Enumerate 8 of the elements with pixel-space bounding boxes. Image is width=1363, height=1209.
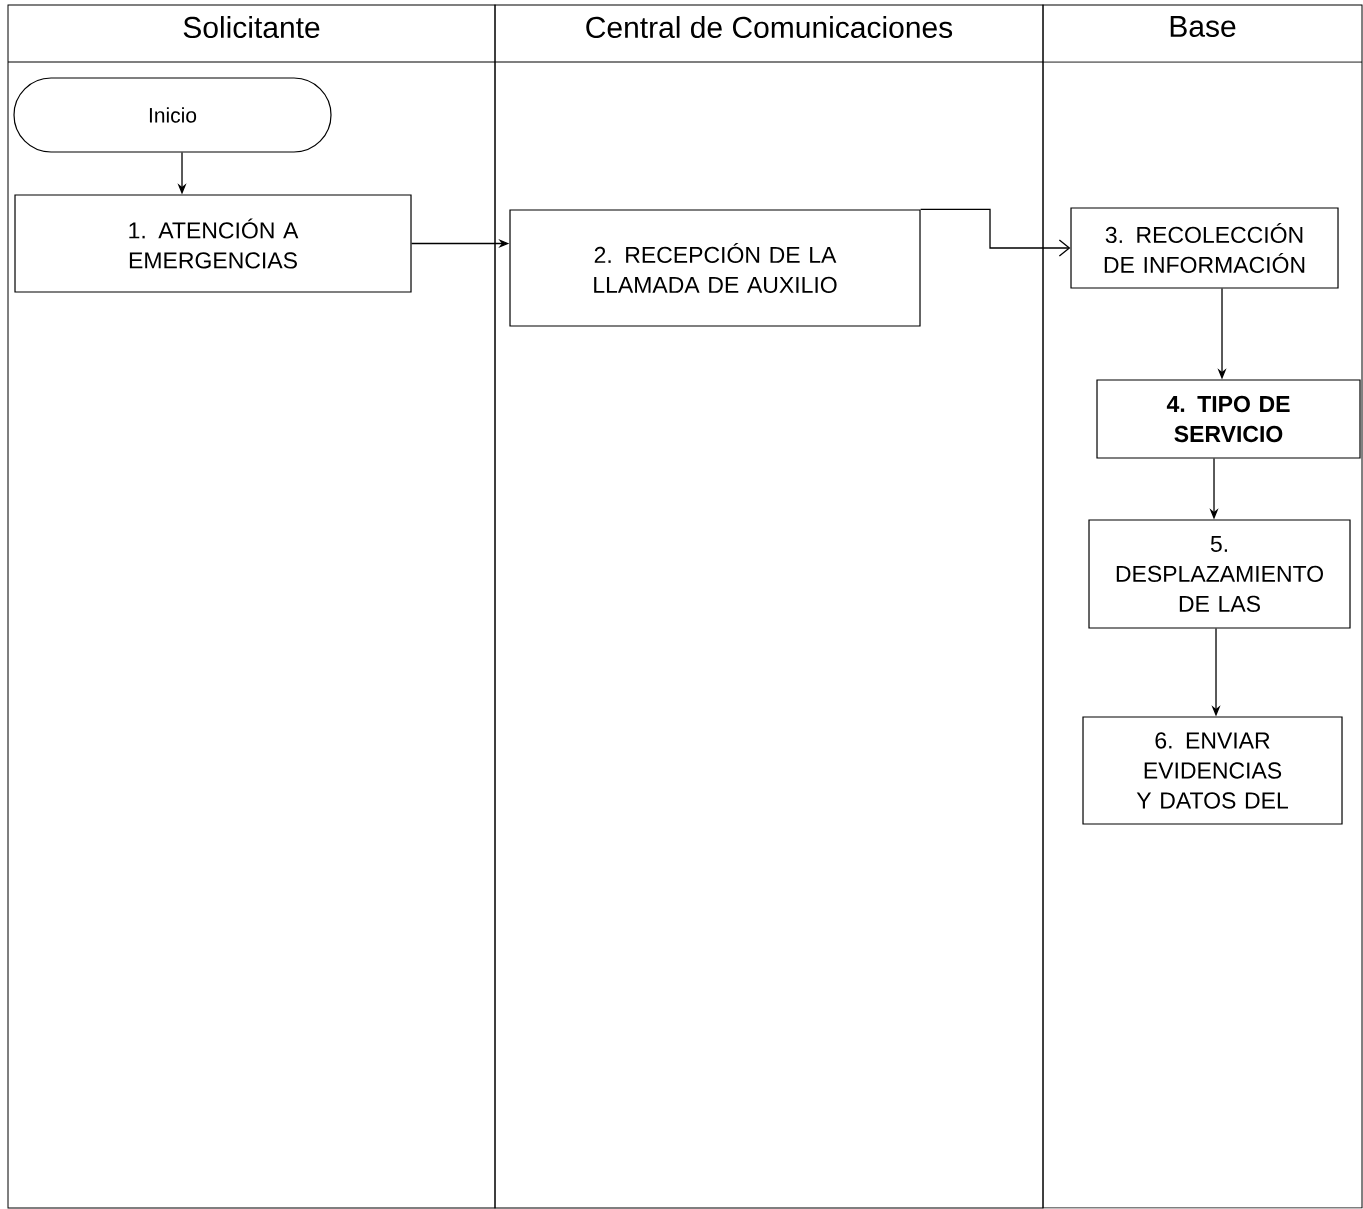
process-box: 3. RECOLECCIÓN DE INFORMACIÓN xyxy=(1070,207,1339,289)
process-box: 5. DESPLAZAMIENTO DE LAS xyxy=(1088,519,1351,629)
arrow xyxy=(919,208,1071,257)
process-box: 6. ENVIAR EVIDENCIAS Y DATOS DEL xyxy=(1082,716,1343,825)
process-box: 2. RECEPCIÓN DE LA LLAMADA DE AUXILIO xyxy=(509,209,921,327)
start-terminal: Inicio xyxy=(13,77,332,153)
process-box: 1. ATENCIÓN A EMERGENCIAS xyxy=(14,194,412,293)
process-box: 4. TIPO DE SERVICIO xyxy=(1096,379,1361,459)
